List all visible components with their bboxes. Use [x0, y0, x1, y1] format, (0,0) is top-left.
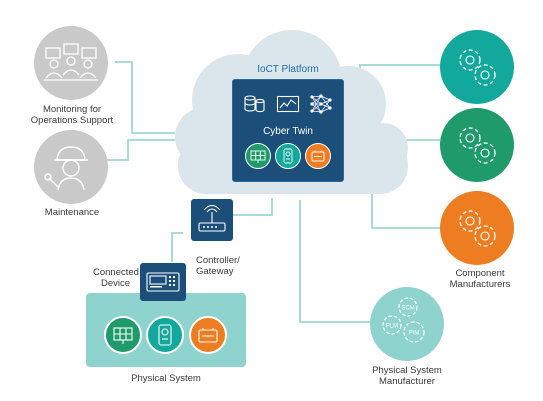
line-comp-3 [371, 185, 440, 229]
line-phys-mfr [299, 200, 380, 323]
component-circle-green [440, 108, 514, 182]
monitoring-circle [34, 26, 108, 100]
component-circle-orange [440, 191, 514, 265]
connected-label-2: Device [101, 278, 131, 289]
physical-system-panel [86, 293, 246, 367]
physical-manufacturer-label-2: Manufacturer [379, 376, 435, 387]
gears-icon [459, 49, 496, 86]
connected-device-box [140, 263, 186, 301]
meter-icon [283, 148, 293, 164]
monitoring-label-1: Monitoring for [42, 104, 102, 115]
physical-solar [104, 316, 142, 354]
monitoring-label-2: Operations Support [30, 115, 114, 126]
cyber-twin-label: Cyber Twin [263, 126, 313, 137]
cyber-twin-meter [275, 143, 301, 169]
component-label-2: Manufacturers [449, 279, 511, 290]
controller-gateway-box [191, 199, 233, 241]
line-controller [232, 198, 273, 216]
analytics-chart-icon [276, 95, 300, 113]
solar-panel-icon [113, 327, 133, 344]
controller-label-1: Controller/ [196, 255, 240, 266]
router-icon [198, 204, 226, 232]
gears-icon [459, 127, 496, 164]
connected-label-1: Connected [93, 267, 139, 278]
meter-icon [158, 324, 172, 346]
pim-tag: PIM [409, 331, 420, 337]
scm-tag: SCM [401, 306, 414, 312]
physical-system-label: Physical System [131, 373, 201, 384]
solar-panel-icon [250, 150, 266, 163]
maintenance-circle [34, 130, 108, 204]
device-display-icon [146, 272, 180, 292]
scm-plm-pim-gears-icon: SCM PLM PIM [382, 297, 425, 343]
line-connected [171, 232, 183, 262]
physical-manufacturer-circle: SCM PLM PIM [370, 287, 444, 361]
component-circle-teal [440, 30, 514, 104]
maintenance-label: Maintenance [44, 207, 100, 218]
physical-meter [146, 316, 184, 354]
battery-icon [311, 150, 325, 162]
physical-manufacturer-label-1: Physical System [372, 365, 442, 376]
maintenance-worker-icon [44, 146, 88, 191]
physical-battery [189, 316, 227, 354]
battery-icon [198, 328, 218, 343]
line-monitoring [115, 61, 175, 134]
cyber-twin-solar [245, 143, 271, 169]
operators-monitoring-icon [44, 43, 98, 81]
gears-icon [459, 210, 496, 247]
neural-network-icon [310, 94, 332, 114]
cyber-twin-battery [305, 143, 331, 169]
component-label-1: Component [455, 268, 505, 279]
database-icon [244, 95, 265, 113]
plm-tag: PLM [386, 324, 398, 330]
line-maintenance [105, 139, 175, 161]
ioct-platform-box: IoCT Platform [232, 64, 344, 182]
platform-title: IoCT Platform [257, 64, 319, 75]
controller-label-2: Gateway [196, 266, 234, 277]
